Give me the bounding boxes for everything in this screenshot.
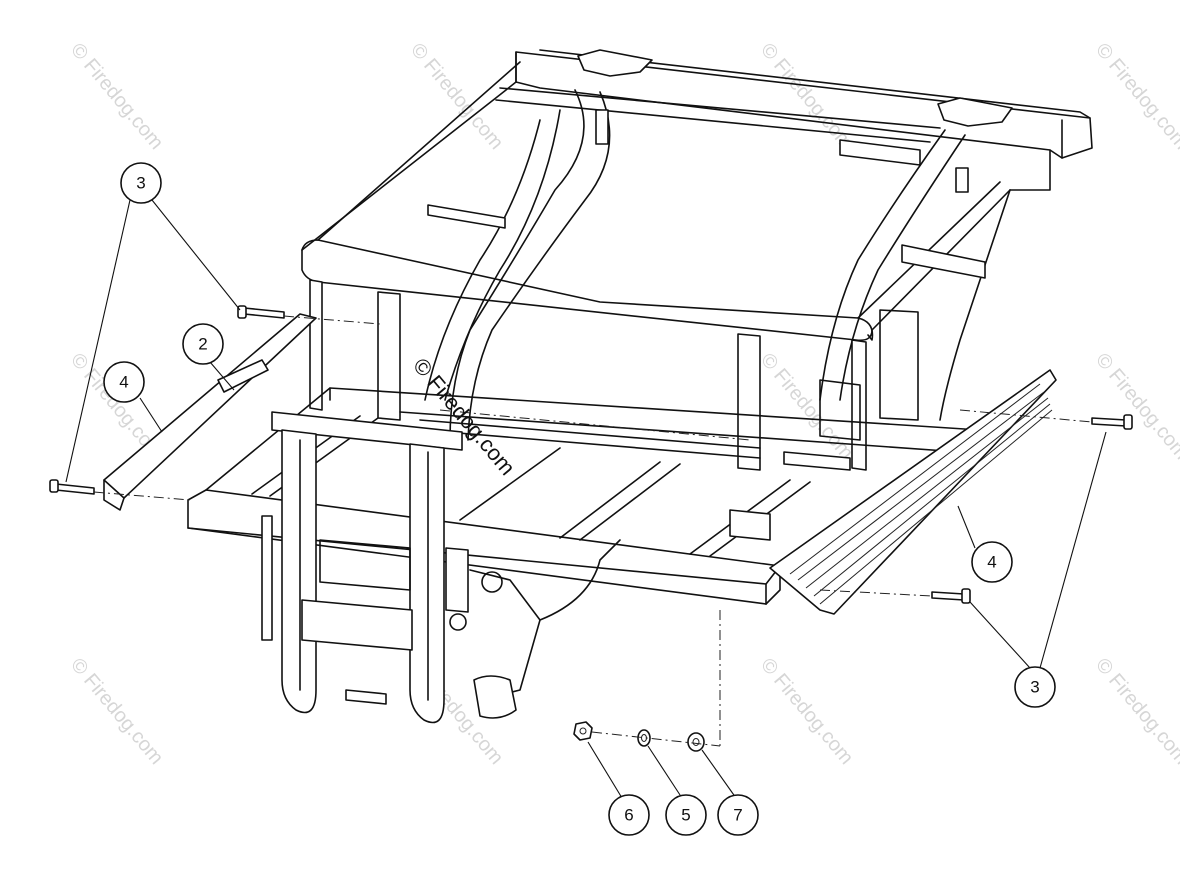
bolt-part-3 — [931, 588, 971, 604]
callouts: 3 2 4 4 3 6 5 7 — [103, 162, 1056, 836]
hardware — [573, 721, 705, 752]
callout-label: 2 — [198, 335, 207, 354]
callout-label: 5 — [681, 806, 690, 825]
flat-washer-part-7 — [687, 732, 705, 752]
watermark-text: © Firedog.com — [66, 654, 167, 769]
watermark-text: © Firedog.com — [1091, 39, 1180, 154]
assembly-centerlines — [93, 315, 1093, 747]
callout-5: 5 — [665, 794, 707, 836]
watermark-text: © Firedog.com — [66, 39, 167, 154]
front-hitch — [261, 411, 621, 724]
watermark-text: © Firedog.com — [1091, 349, 1180, 464]
callout-6: 6 — [608, 794, 650, 836]
watermark-text: © Firedog.com — [756, 349, 857, 464]
callout-label: 7 — [733, 806, 742, 825]
watermark-text: © Firedog.com — [406, 39, 507, 154]
callout-3-upper-left: 3 — [120, 162, 162, 204]
callout-4-right: 4 — [971, 541, 1013, 583]
hitch-hole — [481, 571, 503, 593]
watermark-text: © Firedog.com — [756, 39, 857, 154]
bolts — [49, 305, 1133, 604]
right-side-step — [769, 369, 1057, 615]
nut-part-6 — [573, 721, 593, 741]
callout-label: 4 — [119, 373, 128, 392]
lock-washer-part-5 — [637, 729, 651, 747]
bolt-part-3 — [49, 479, 95, 495]
callout-label: 6 — [624, 806, 633, 825]
watermark-text: © Firedog.com — [1091, 654, 1180, 769]
callout-4-left: 4 — [103, 361, 145, 403]
callout-7: 7 — [717, 794, 759, 836]
callout-label: 3 — [136, 174, 145, 193]
callout-2: 2 — [182, 323, 224, 365]
bolt-part-3 — [237, 305, 285, 319]
upper-frame — [301, 49, 1093, 471]
callout-label: 4 — [987, 553, 996, 572]
watermark-text: © Firedog.com — [756, 654, 857, 769]
callout-3-lower-right: 3 — [1014, 666, 1056, 708]
left-side-step — [103, 313, 317, 511]
bolt-part-3 — [1091, 414, 1133, 430]
hitch-hole — [449, 613, 467, 631]
leader-lines — [65, 199, 1107, 799]
callout-label: 3 — [1030, 678, 1039, 697]
